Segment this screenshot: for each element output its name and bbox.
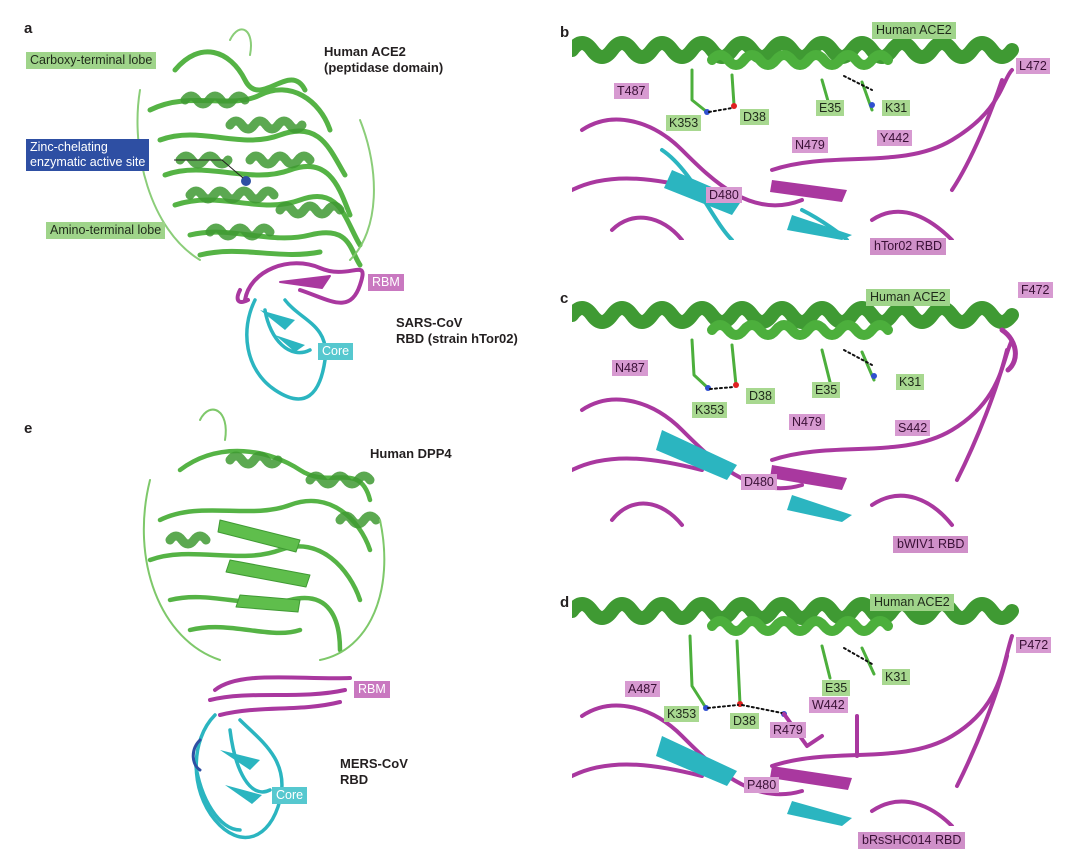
panel-b-res-2: T487 <box>614 83 649 99</box>
human-dpp4-title: Human DPP4 <box>370 446 452 461</box>
panel-c-res-1: F472 <box>1018 282 1053 298</box>
panel-d-rbd-label: bRsSHC014 RBD <box>858 832 966 849</box>
panel-b-res-8: Y442 <box>877 130 913 146</box>
panel-b-res-6: K31 <box>882 100 911 116</box>
panel-c-rbd-label: bWIV1 RBD <box>893 536 969 553</box>
mers-rbd-title-line1: MERS-CoV <box>340 756 408 771</box>
zinc-label-line2: enzymatic active site <box>30 155 146 169</box>
panel-d-res-4: D38 <box>730 713 759 729</box>
human-ace2-title-line2: (peptidase domain) <box>324 60 444 75</box>
panel-b-res-9: D480 <box>706 187 742 203</box>
panel-c-res-7: N479 <box>789 414 825 430</box>
carboxy-terminal-lobe-label: Carboxy-terminal lobe <box>26 52 157 69</box>
panel-c-res-6: K31 <box>896 374 925 390</box>
sars-rbd-title-line1: SARS-CoV <box>396 315 463 330</box>
panel-c-res-9: D480 <box>741 474 777 490</box>
panel-c-res-3: K353 <box>692 402 728 418</box>
panel-c-res-5: E35 <box>812 382 841 398</box>
panel-d-res-1: P472 <box>1016 637 1052 653</box>
panel-d-res-8: R479 <box>770 722 806 738</box>
mers-rbd-title: MERS-CoV RBD <box>340 756 408 788</box>
panel-e-letter: e <box>24 420 33 437</box>
panel-d-res-7: W442 <box>809 697 848 713</box>
panel-b-res-1: L472 <box>1016 58 1050 74</box>
panel-d-letter: d <box>560 594 570 611</box>
zinc-active-site-label: Zinc-chelating enzymatic active site <box>26 139 150 171</box>
panel-d-res-5: E35 <box>822 680 851 696</box>
core-label-a: Core <box>318 343 354 360</box>
panel-d-ace2-label: Human ACE2 <box>870 594 954 611</box>
panel-c-ace2-label: Human ACE2 <box>866 289 950 306</box>
panel-c-structure <box>572 290 1052 530</box>
mers-rbd-title-line2: RBD <box>340 772 369 787</box>
panel-b-rbd-label: hTor02 RBD <box>870 238 947 255</box>
amino-terminal-lobe-label: Amino-terminal lobe <box>46 222 166 239</box>
human-ace2-title: Human ACE2 (peptidase domain) <box>324 44 443 76</box>
zinc-label-line1: Zinc-chelating <box>30 140 108 154</box>
panel-c-res-4: D38 <box>746 388 775 404</box>
panel-c-res-2: N487 <box>612 360 648 376</box>
panel-b-res-7: N479 <box>792 137 828 153</box>
panel-d-res-6: K31 <box>882 669 911 685</box>
panel-c-letter: c <box>560 290 569 307</box>
sars-rbd-title-line2: RBD (strain hTor02) <box>396 331 518 346</box>
core-label-e: Core <box>272 787 308 804</box>
panel-b-res-3: K353 <box>666 115 702 131</box>
panel-b-letter: b <box>560 24 570 41</box>
rbm-label-e: RBM <box>354 681 390 698</box>
panel-d-res-9: P480 <box>744 777 780 793</box>
panel-b-res-4: D38 <box>740 109 769 125</box>
panel-d-res-2: A487 <box>625 681 661 697</box>
rbm-label-a: RBM <box>368 274 404 291</box>
panel-a-letter: a <box>24 20 33 37</box>
panel-d-res-3: K353 <box>664 706 700 722</box>
panel-c-res-8: S442 <box>895 420 931 436</box>
panel-b-structure <box>572 20 1052 240</box>
panel-b-ace2-label: Human ACE2 <box>872 22 956 39</box>
human-ace2-title-line1: Human ACE2 <box>324 44 406 59</box>
zinc-atom <box>241 176 251 186</box>
panel-b-res-5: E35 <box>816 100 845 116</box>
sars-rbd-title: SARS-CoV RBD (strain hTor02) <box>396 315 518 347</box>
